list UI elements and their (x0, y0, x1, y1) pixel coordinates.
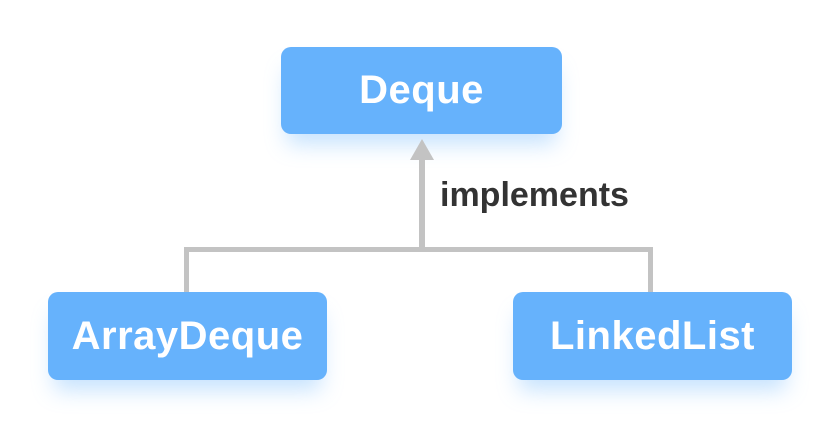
node-linkedlist-label: LinkedList (549, 313, 756, 358)
node-arraydeque-label: ArrayDeque (71, 313, 304, 358)
node-arraydeque: ArrayDeque (48, 292, 327, 380)
connector-drop-arraydeque (184, 247, 189, 292)
connector-horizontal-rail (184, 247, 653, 252)
edge-label-implements: implements (440, 176, 629, 214)
connector-drop-linkedlist (648, 247, 653, 292)
node-deque-label: Deque (359, 68, 484, 112)
arrow-up-icon (410, 139, 434, 160)
connector-stem (419, 158, 425, 252)
node-linkedlist: LinkedList (513, 292, 792, 380)
node-deque: Deque (281, 47, 562, 134)
